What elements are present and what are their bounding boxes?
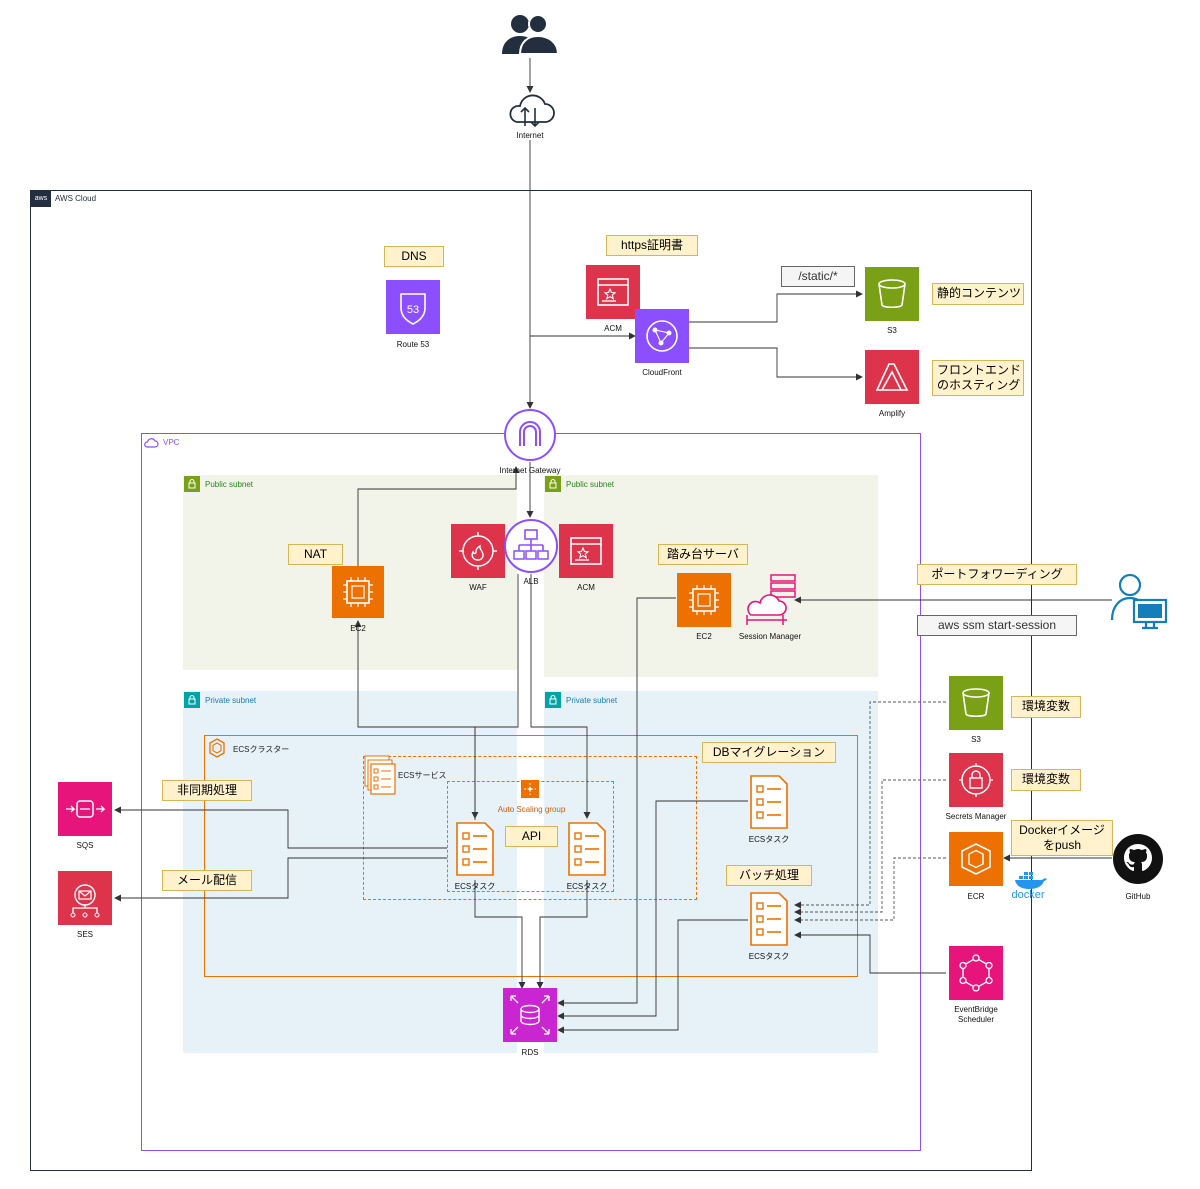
note-frontend-hosting: フロントエンド のホスティング: [932, 360, 1024, 396]
vpc-title: VPC: [163, 438, 180, 447]
public-subnet-1-title: Public subnet: [205, 480, 254, 489]
docker-label: docker: [1011, 889, 1045, 901]
private-subnet-1-title: Private subnet: [205, 696, 257, 705]
ses-envelope-icon: [58, 871, 112, 925]
sqs-label: SQS: [76, 841, 94, 850]
s3-env-bucket-icon: [949, 676, 1003, 730]
amplify-label: Amplify: [878, 409, 906, 418]
aws-cloud-title: AWS Cloud: [55, 194, 97, 203]
note-docker-push: Dockerイメージ をpush: [1011, 820, 1113, 856]
route53-label: Route 53: [396, 340, 430, 349]
note-env-var-1: 環境変数: [1011, 696, 1081, 718]
admin-user-icon: [1110, 570, 1168, 630]
note-nat: NAT: [288, 544, 343, 565]
ecs-task-batch-icon: [748, 891, 790, 947]
note-batch: バッチ処理: [726, 865, 812, 886]
alb-icon: [503, 518, 559, 574]
s3-static-label: S3: [887, 326, 897, 335]
ecs-task-api-2-label: ECSタスク: [566, 882, 608, 891]
ec2-nat-label: EC2: [350, 624, 366, 633]
session-manager-icon: [743, 573, 797, 627]
note-static-path: /static/*: [781, 266, 855, 287]
internet-gateway-icon: [503, 408, 557, 462]
s3-env-label: S3: [971, 735, 981, 744]
note-async: 非同期処理: [162, 780, 252, 801]
ecs-task-batch-label: ECSタスク: [748, 952, 790, 961]
private-subnet-2-title: Private subnet: [566, 696, 618, 705]
ecs-service-title: ECSサービス: [398, 771, 447, 780]
ecs-task-migration-label: ECSタスク: [748, 835, 790, 844]
ses-label: SES: [76, 930, 93, 939]
note-env-var-2: 環境変数: [1011, 769, 1081, 791]
users-icon: [500, 12, 560, 56]
subnet-lock-icon: [184, 476, 200, 492]
auto-scaling-icon: [521, 780, 539, 798]
s3-bucket-icon: [865, 267, 919, 321]
cloudfront-label: CloudFront: [642, 368, 682, 377]
ecr-registry-icon: [949, 832, 1003, 886]
ec2-nat-icon: [332, 566, 384, 618]
internet-label: Internet: [516, 131, 544, 140]
ecs-cluster-icon: [205, 736, 229, 760]
docker-whale-icon: [1013, 871, 1047, 889]
ecs-cluster-title: ECSクラスター: [233, 745, 290, 754]
note-static-content: 静的コンテンツ: [932, 283, 1024, 305]
ecr-label: ECR: [967, 892, 985, 901]
ecs-task-api-1-label: ECSタスク: [454, 882, 496, 891]
ec2-bastion-icon: [677, 573, 731, 627]
internet-icon: [505, 92, 555, 130]
alb-label: ALB: [523, 577, 539, 586]
note-bastion: 踏み台サーバ: [658, 544, 748, 565]
auto-scaling-title: Auto Scaling group: [497, 805, 566, 814]
note-api: API: [505, 826, 558, 847]
eventbridge-scheduler-icon: [949, 946, 1003, 1000]
session-manager-label: Session Manager: [738, 632, 802, 641]
cloudfront-icon: [635, 309, 689, 363]
waf-label: WAF: [469, 583, 487, 592]
secrets-manager-label: Secrets Manager: [945, 812, 1007, 821]
acm-top-label: ACM: [604, 324, 622, 333]
ecs-task-api-2-icon: [566, 821, 608, 877]
vpc-cloud-icon: [143, 435, 159, 451]
acm-alb-label: ACM: [577, 583, 595, 592]
public-subnet-2-title: Public subnet: [566, 480, 615, 489]
route53-icon: 53: [386, 280, 440, 334]
secrets-manager-icon: [949, 753, 1003, 807]
rds-label: RDS: [521, 1048, 539, 1057]
note-ssm-command: aws ssm start-session: [917, 615, 1077, 636]
note-mail: メール配信: [162, 870, 252, 891]
ecs-task-migration-icon: [748, 774, 790, 830]
sqs-queue-icon: [58, 782, 112, 836]
ec2-bastion-label: EC2: [696, 632, 712, 641]
aws-cloud-group: aws AWS Cloud: [30, 190, 1032, 1171]
subnet-lock-icon: [545, 476, 561, 492]
subnet-lock-icon: [184, 692, 200, 708]
note-dns: DNS: [384, 246, 444, 267]
ecs-task-api-1-icon: [454, 821, 496, 877]
rds-database-icon: [503, 988, 557, 1042]
amplify-icon: [865, 350, 919, 404]
github-label: GitHub: [1125, 892, 1151, 901]
eventbridge-label: EventBridge Scheduler: [954, 1005, 998, 1024]
aws-logo-icon: aws: [31, 191, 51, 207]
ecs-service-icon: [363, 754, 399, 798]
subnet-lock-icon: [545, 692, 561, 708]
acm-certificate-icon: [586, 265, 640, 319]
github-octocat-icon: [1112, 833, 1164, 885]
igw-label: Internet Gateway: [499, 466, 561, 475]
note-https-cert: https証明書: [606, 235, 698, 256]
note-db-migration: DBマイグレーション: [702, 742, 836, 763]
acm-certificate-icon: [559, 524, 613, 578]
svg-text:53: 53: [407, 304, 419, 316]
waf-firewall-icon: [451, 524, 505, 578]
note-port-forwarding: ポートフォワーディング: [917, 564, 1077, 585]
